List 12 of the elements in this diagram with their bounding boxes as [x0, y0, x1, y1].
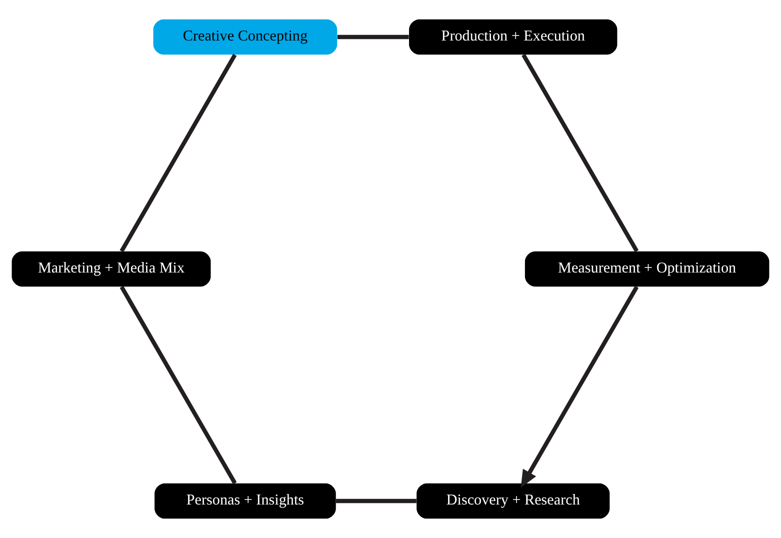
connector [120, 54, 237, 252]
node-box: Personas + Insights [154, 483, 336, 519]
connector [337, 34, 409, 40]
connector [336, 498, 416, 504]
node-box: Production + Execution [409, 19, 618, 55]
node-box: Marketing + Media Mix [12, 251, 211, 287]
connector [522, 54, 639, 252]
node-box: Measurement + Optimization [524, 251, 770, 287]
node-box: Discovery + Research [416, 483, 610, 519]
connector [120, 286, 237, 484]
arrow [520, 286, 639, 488]
node-box: Creative Concepting [153, 19, 338, 55]
